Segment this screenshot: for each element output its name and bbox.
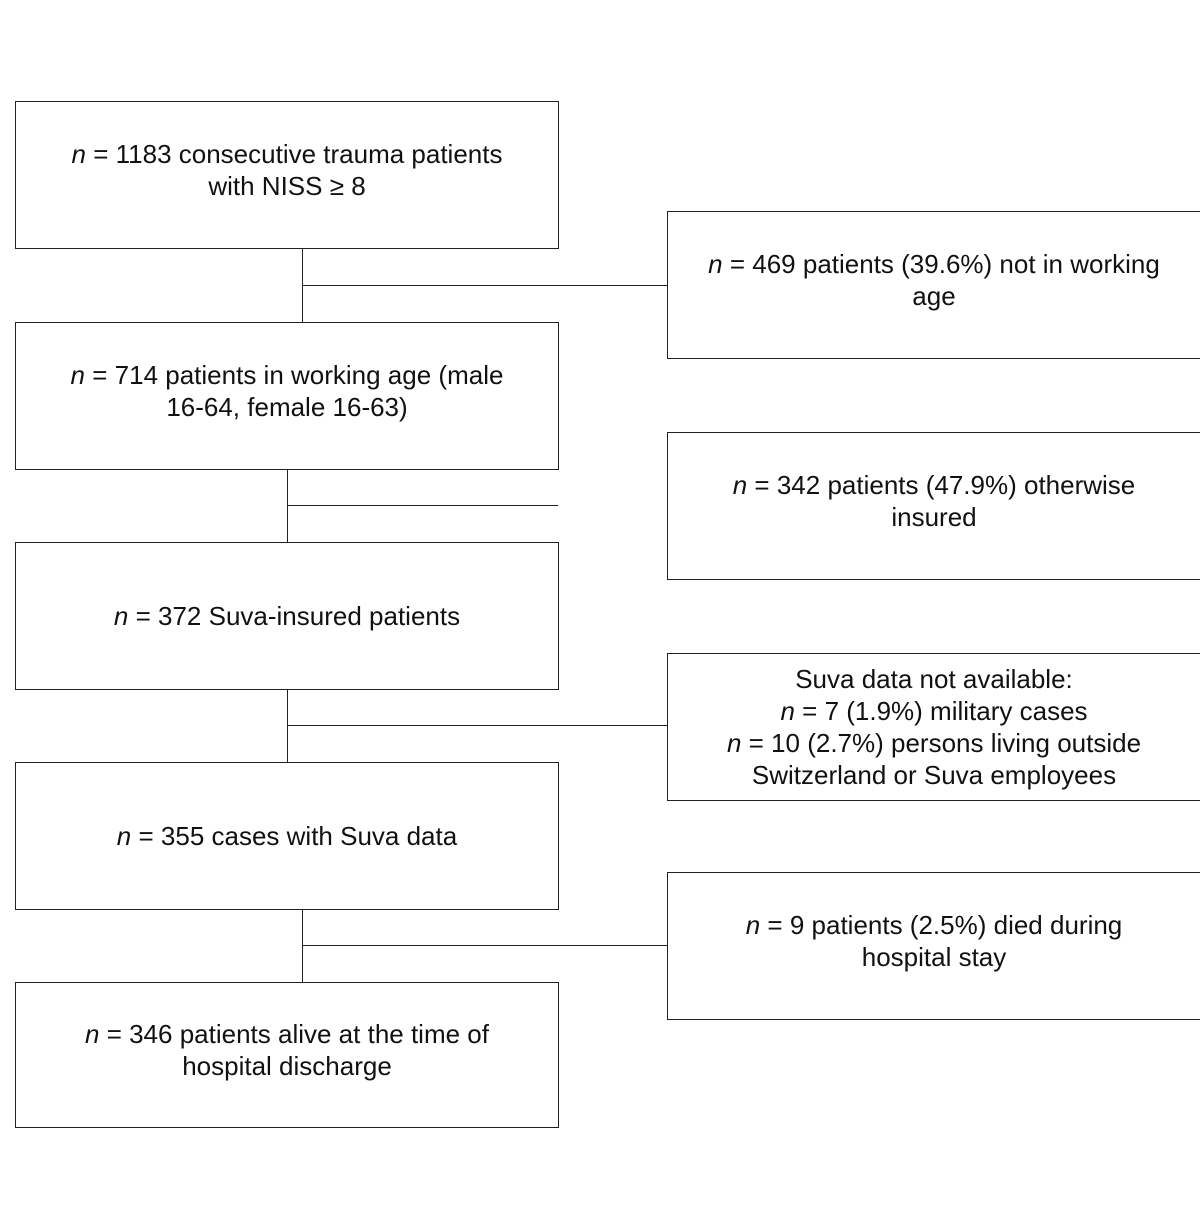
box-line: n = 372 Suva-insured patients: [113, 601, 461, 631]
connector-vertical-2: [287, 470, 288, 542]
exclusion-otherwise-insured: n = 342 patients (47.9%) otherwise insur…: [667, 432, 1200, 580]
connector-vertical-3: [287, 690, 288, 762]
exclusion-died-during-hospital-stay: n = 9 patients (2.5%) died during hospit…: [667, 872, 1200, 1020]
box-line: n = 714 patients in working age (male: [70, 360, 504, 390]
box-line: n = 9 patients (2.5%) died during: [745, 910, 1123, 940]
box-line: n = 10 (2.7%) persons living outside: [726, 728, 1142, 758]
exclusion-not-working-age: n = 469 patients (39.6%) not in working …: [667, 211, 1200, 359]
box-line: hospital stay: [861, 942, 1007, 972]
box-line: n = 1183 consecutive trauma patients: [71, 139, 503, 169]
box-consecutive-trauma-patients: n = 1183 consecutive trauma patients wit…: [15, 101, 559, 249]
box-patients-alive-at-discharge: n = 346 patients alive at the time of ho…: [15, 982, 559, 1128]
connector-branch-2: [287, 505, 558, 506]
box-line: n = 469 patients (39.6%) not in working: [708, 249, 1160, 279]
connector-branch-1: [302, 285, 667, 286]
box-line: n = 346 patients alive at the time of: [85, 1019, 489, 1049]
box-suva-insured-patients: n = 372 Suva-insured patients: [15, 542, 559, 690]
box-line: Suva data not available:: [795, 664, 1073, 694]
connector-vertical-4: [302, 910, 303, 982]
connector-branch-4: [302, 945, 667, 946]
box-line: Switzerland or Suva employees: [751, 760, 1117, 790]
box-line: age: [912, 281, 956, 311]
box-line: n = 7 (1.9%) military cases: [780, 696, 1088, 726]
box-line: n = 342 patients (47.9%) otherwise: [732, 470, 1136, 500]
box-cases-with-suva-data: n = 355 cases with Suva data: [15, 762, 559, 910]
box-line: insured: [891, 502, 977, 532]
connector-branch-3: [287, 725, 667, 726]
exclusion-suva-data-not-available: Suva data not available: n = 7 (1.9%) mi…: [667, 653, 1200, 801]
box-line: hospital discharge: [182, 1051, 392, 1081]
box-working-age-patients: n = 714 patients in working age (male 16…: [15, 322, 559, 470]
box-line: with NISS ≥ 8: [208, 171, 366, 201]
box-line: 16-64, female 16-63): [166, 392, 408, 422]
box-line: n = 355 cases with Suva data: [116, 821, 458, 851]
